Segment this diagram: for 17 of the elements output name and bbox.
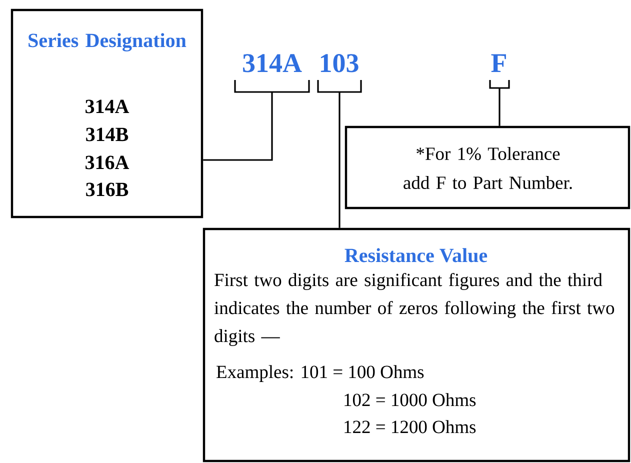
heading: Resistance Value [344, 248, 488, 262]
connector-line [338, 92, 340, 228]
note-text: *For 1% Tolerance add F to Part Number. [404, 147, 572, 190]
heading: Series Designation [28, 33, 186, 52]
part-code: 103 [320, 54, 358, 72]
body-text: First two digits are significant figures and the third indicates the number of zeros following the first two digits — [214, 273, 614, 346]
body-text: Examples: 101 = 100 Ohms [216, 365, 424, 382]
series-code: 314B [86, 128, 128, 142]
series-code: 316A [86, 156, 130, 170]
series-code: 316B [86, 182, 128, 196]
part-code: 314A [243, 54, 302, 72]
body-text: 122 = 1200 Ohms [344, 420, 476, 434]
connector-line [498, 88, 500, 126]
connector-line [203, 92, 273, 161]
part-code: F [491, 54, 506, 72]
body-text: 102 = 1000 Ohms [344, 393, 476, 406]
series-code: 314A [86, 100, 130, 114]
